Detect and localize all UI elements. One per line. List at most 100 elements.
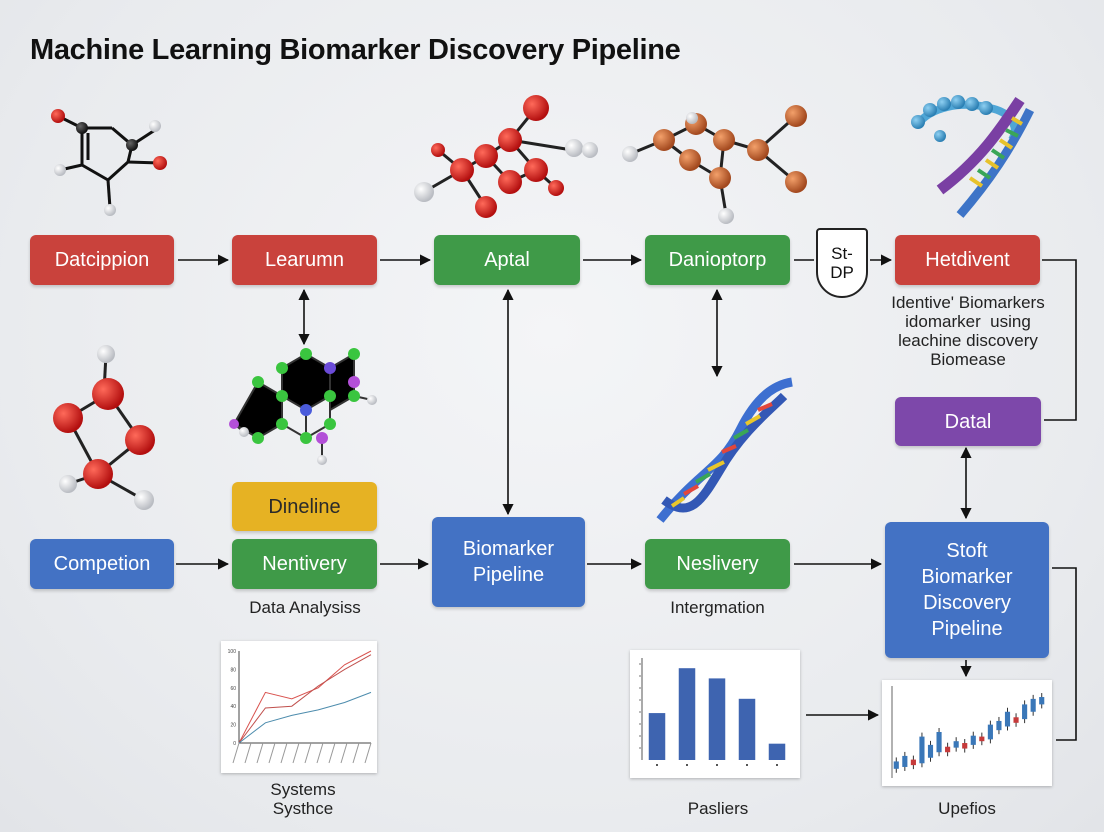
biomarker-pipeline-line-1: Biomarker <box>462 538 555 560</box>
identive-line-2: idomarker using <box>905 312 1031 331</box>
candle-body <box>893 761 899 769</box>
line-chart-xtick <box>280 742 288 764</box>
datcippion-box: Datcippion <box>30 235 174 285</box>
candle-body <box>979 736 985 742</box>
line-chart-xtick <box>316 742 324 764</box>
line-chart-xtick <box>328 742 336 764</box>
line-chart-xtick <box>352 742 360 764</box>
candle-body <box>970 735 976 745</box>
line-chart-series <box>238 650 372 744</box>
molecule-icon-5 <box>229 348 377 465</box>
systems-line-2: Systhce <box>272 799 334 818</box>
line-chart-series <box>238 691 372 744</box>
dineline-box: Dineline <box>232 482 377 531</box>
line-chart-ytick: 80 <box>230 667 236 673</box>
candle-body <box>919 736 925 764</box>
learumn-box: Learumn <box>232 235 377 285</box>
line-chart: 100 80 60 40 20 0 <box>221 641 377 773</box>
stoft-line-1: Stoft <box>946 540 988 562</box>
candle-body <box>996 720 1002 731</box>
bar-chart-xtick <box>716 764 718 766</box>
candlestick-chart <box>882 680 1052 786</box>
dna-icon <box>656 377 793 523</box>
stoft-line-4: Pipeline <box>931 618 1003 640</box>
neslivery-box: Neslivery <box>645 539 790 589</box>
candle-body <box>987 724 993 740</box>
line-stoft-right <box>1052 567 1077 741</box>
upefios-label: Upefios <box>938 799 996 818</box>
daniotorp-box: Danioptorp <box>645 235 790 285</box>
biomarker-pipeline-line-2: Pipeline <box>472 564 545 586</box>
systems-label: Systems Systhce <box>220 780 386 818</box>
identive-biomarkers-label: Identive' Biomarkers idomarker using lea… <box>870 293 1066 369</box>
candle-body <box>1004 711 1011 727</box>
candle-body <box>936 732 942 753</box>
line-chart-xtick <box>232 742 240 764</box>
bar-chart-xtick <box>776 764 778 766</box>
sdp-shield: St- DP <box>816 228 868 298</box>
line-hetdivent-datal <box>1042 259 1077 421</box>
sdp-line-1: St- <box>831 244 853 263</box>
bar-chart-bar <box>648 713 666 760</box>
candlestick-chart-svg <box>891 686 1045 778</box>
line-chart-svg: 100 80 60 40 20 0 <box>228 649 372 764</box>
line-chart-ytick: 60 <box>230 686 236 692</box>
intergmation-label: Intergmation <box>670 598 765 617</box>
competion-box: Competion <box>30 539 174 589</box>
bar-chart-xtick <box>656 764 658 766</box>
hetdivent-box: Hetdivent <box>895 235 1040 285</box>
stoft-line-2: Biomarker <box>921 566 1013 588</box>
bar-chart-xtick <box>746 764 748 766</box>
bar-chart-xtick <box>686 764 688 766</box>
line-chart-ytick: 20 <box>230 723 236 729</box>
biomarker-pipeline-box: Biomarker Pipeline <box>432 517 585 607</box>
identive-line-4: Biomease <box>930 350 1006 369</box>
identive-line-1: Identive' Biomarkers <box>891 293 1045 312</box>
pasliers-label: Pasliers <box>687 799 749 818</box>
line-chart-xtick <box>292 742 300 764</box>
line-chart-xtick <box>304 742 312 764</box>
molecule-icon-1 <box>51 109 167 216</box>
candle-body <box>1039 697 1045 705</box>
candle-body <box>1030 698 1036 712</box>
line-chart-ytick: 40 <box>230 704 236 710</box>
nentivery-box: Nentivery <box>232 539 377 589</box>
bar-chart-svg <box>639 658 786 766</box>
molecule-icon-2 <box>414 95 598 218</box>
bar-chart-bar <box>678 668 696 760</box>
line-chart-xtick <box>244 742 252 764</box>
line-chart-xtick <box>256 742 264 764</box>
candle-body <box>902 755 908 767</box>
aptal-box: Aptal <box>434 235 580 285</box>
molecule-icon-3 <box>622 105 807 224</box>
candle-body <box>953 741 959 748</box>
systems-line-1: Systems <box>270 780 336 799</box>
identive-line-3: leachine discovery <box>898 331 1038 350</box>
line-chart-ytick: 100 <box>228 649 237 655</box>
bar-chart-bar <box>768 743 786 760</box>
molecule-icon-4 <box>53 345 155 510</box>
stoft-line-3: Discovery <box>923 592 1011 614</box>
candle-body <box>962 743 968 749</box>
candle-body <box>1022 704 1028 720</box>
candle-body <box>927 744 934 758</box>
data-analysis-label: Data Analysiss <box>249 598 361 617</box>
line-chart-xtick <box>268 742 276 764</box>
candle-body <box>910 759 916 766</box>
line-chart-xtick <box>364 742 372 764</box>
protein-dna-icon <box>911 95 1035 218</box>
sdp-line-2: DP <box>830 263 854 282</box>
stoft-pipeline-box: Stoft Biomarker Discovery Pipeline <box>885 522 1049 658</box>
candle-body <box>945 746 951 753</box>
page-title: Machine Learning Biomarker Discovery Pip… <box>30 34 681 66</box>
bar-chart-bar <box>708 678 726 760</box>
bar-chart <box>630 650 800 778</box>
line-chart-ytick: 0 <box>233 741 236 747</box>
datal-box: Datal <box>895 397 1041 446</box>
bar-chart-bar <box>738 698 756 760</box>
line-chart-series <box>238 654 372 744</box>
line-chart-xtick <box>340 742 348 764</box>
candle-body <box>1013 717 1019 723</box>
